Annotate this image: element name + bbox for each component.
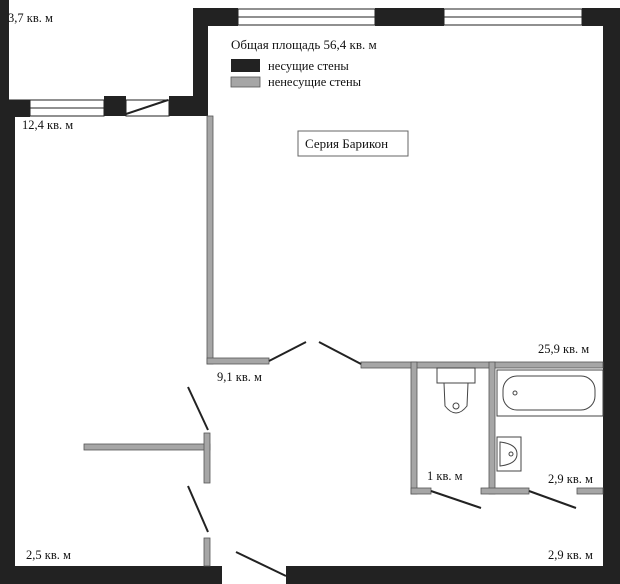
partition-left-room	[206, 115, 214, 365]
partition-wc-right	[488, 361, 496, 495]
room-area-left-room: 12,4 кв. м	[22, 118, 73, 132]
partition-walls	[83, 115, 604, 567]
legend-swatch-load-bearing	[231, 59, 260, 72]
door-entrance-side	[187, 485, 209, 533]
door-entrance	[235, 551, 287, 577]
partition-hall-top	[360, 361, 604, 369]
legend-non-load-bearing-label: ненесущие стены	[268, 75, 362, 89]
bathtub-icon	[496, 369, 604, 417]
toilet-icon	[436, 367, 476, 414]
balcony-right-wall	[193, 8, 208, 116]
partition-hall-left	[83, 443, 211, 451]
door-main-room-left	[268, 341, 307, 362]
room-area-wc: 1 кв. м	[427, 469, 463, 483]
room-area-main-room: 25,9 кв. м	[538, 342, 589, 356]
bottom-wall-left	[0, 566, 222, 584]
top-wall-pier	[375, 8, 444, 26]
room-area-hall: 9,1 кв. м	[217, 370, 262, 384]
outer-right-wall	[603, 8, 620, 584]
series-label: Серия Барикон	[305, 136, 388, 151]
room-area-balcony: 3,7 кв. м	[8, 11, 53, 25]
windows	[29, 8, 583, 117]
outer-left-wall	[0, 117, 15, 584]
partition-wc-left	[410, 361, 418, 495]
sink-icon	[496, 436, 522, 472]
door-leaves	[187, 341, 577, 577]
total-area-label: Общая площадь 56,4 кв. м	[231, 37, 377, 52]
legend-swatch-non-load-bearing	[230, 76, 261, 88]
room-area-bathroom: 2,9 кв. м	[548, 472, 593, 486]
door-left-room	[187, 386, 209, 431]
room-area-storage: 2,9 кв. м	[548, 548, 593, 562]
series-label-box	[297, 130, 409, 157]
door-bathroom	[528, 490, 577, 509]
balcony-left-wall	[0, 0, 9, 100]
door-wc	[430, 490, 482, 509]
door-main-room-right	[318, 341, 362, 365]
balcony-door-leaf	[125, 99, 169, 115]
legend-load-bearing-label: несущие стены	[268, 59, 349, 73]
bottom-wall-right	[286, 566, 620, 584]
room-area-entrance: 2,5 кв. м	[26, 548, 71, 562]
